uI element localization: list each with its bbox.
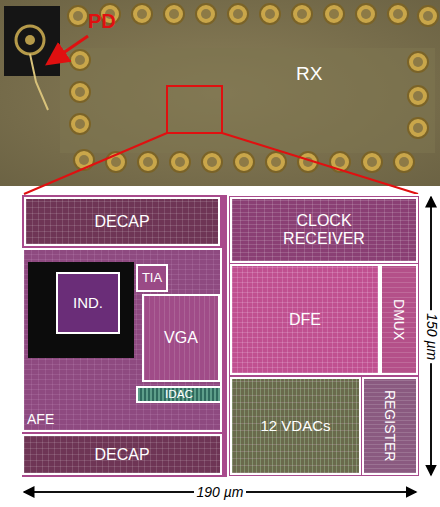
block-label: 12 VDACs — [260, 418, 330, 435]
clock-receiver-block: CLOCK RECEIVER — [230, 197, 418, 263]
die-area — [60, 48, 435, 153]
dimension-label: 150 µm — [423, 310, 438, 363]
layout-ground — [22, 195, 420, 477]
pd-center — [25, 35, 35, 45]
dmux-block: DMUX — [380, 264, 418, 375]
vga-block: VGA — [142, 294, 220, 382]
block-label: DMUX — [391, 299, 406, 340]
idac-block: IDAC — [136, 386, 222, 403]
block-label: DECAP — [94, 213, 149, 231]
photo-ground — [0, 0, 440, 186]
vdac-block: 12 VDACs — [230, 377, 361, 475]
block-label: DECAP — [94, 446, 149, 464]
zoom-box — [167, 86, 222, 133]
block-label: RX — [296, 64, 322, 85]
block-label: VGA — [164, 329, 198, 347]
block-label: CLOCK RECEIVER — [264, 212, 384, 247]
zoom-line — [222, 133, 418, 194]
tia-block: TIA — [136, 264, 168, 292]
block-label: DFE — [289, 311, 321, 329]
callout-label: PD — [88, 10, 116, 32]
dfe-block: DFE — [230, 264, 380, 375]
decap-block: DECAP — [22, 434, 222, 475]
bond-pads — [68, 4, 438, 172]
block-label: IND. — [73, 295, 103, 312]
register-block: REGISTER — [362, 377, 418, 475]
inductor-block: IND. — [56, 272, 120, 334]
zoom-line — [24, 133, 167, 194]
block-label: AFE — [27, 412, 54, 427]
photodiode — [4, 6, 60, 110]
dimension-label: 190 µm — [194, 485, 247, 500]
block-label: TIA — [142, 271, 162, 285]
block-label: REGISTER — [382, 390, 397, 462]
decap-block: DECAP — [24, 197, 220, 246]
bond-wire — [30, 54, 48, 110]
pd-ring — [16, 26, 44, 54]
afe-block: AFE IND. TIA VGA IDAC — [22, 248, 222, 432]
pd-arrow — [50, 36, 88, 62]
digital-outline — [228, 195, 420, 477]
block-label: IDAC — [165, 388, 193, 401]
